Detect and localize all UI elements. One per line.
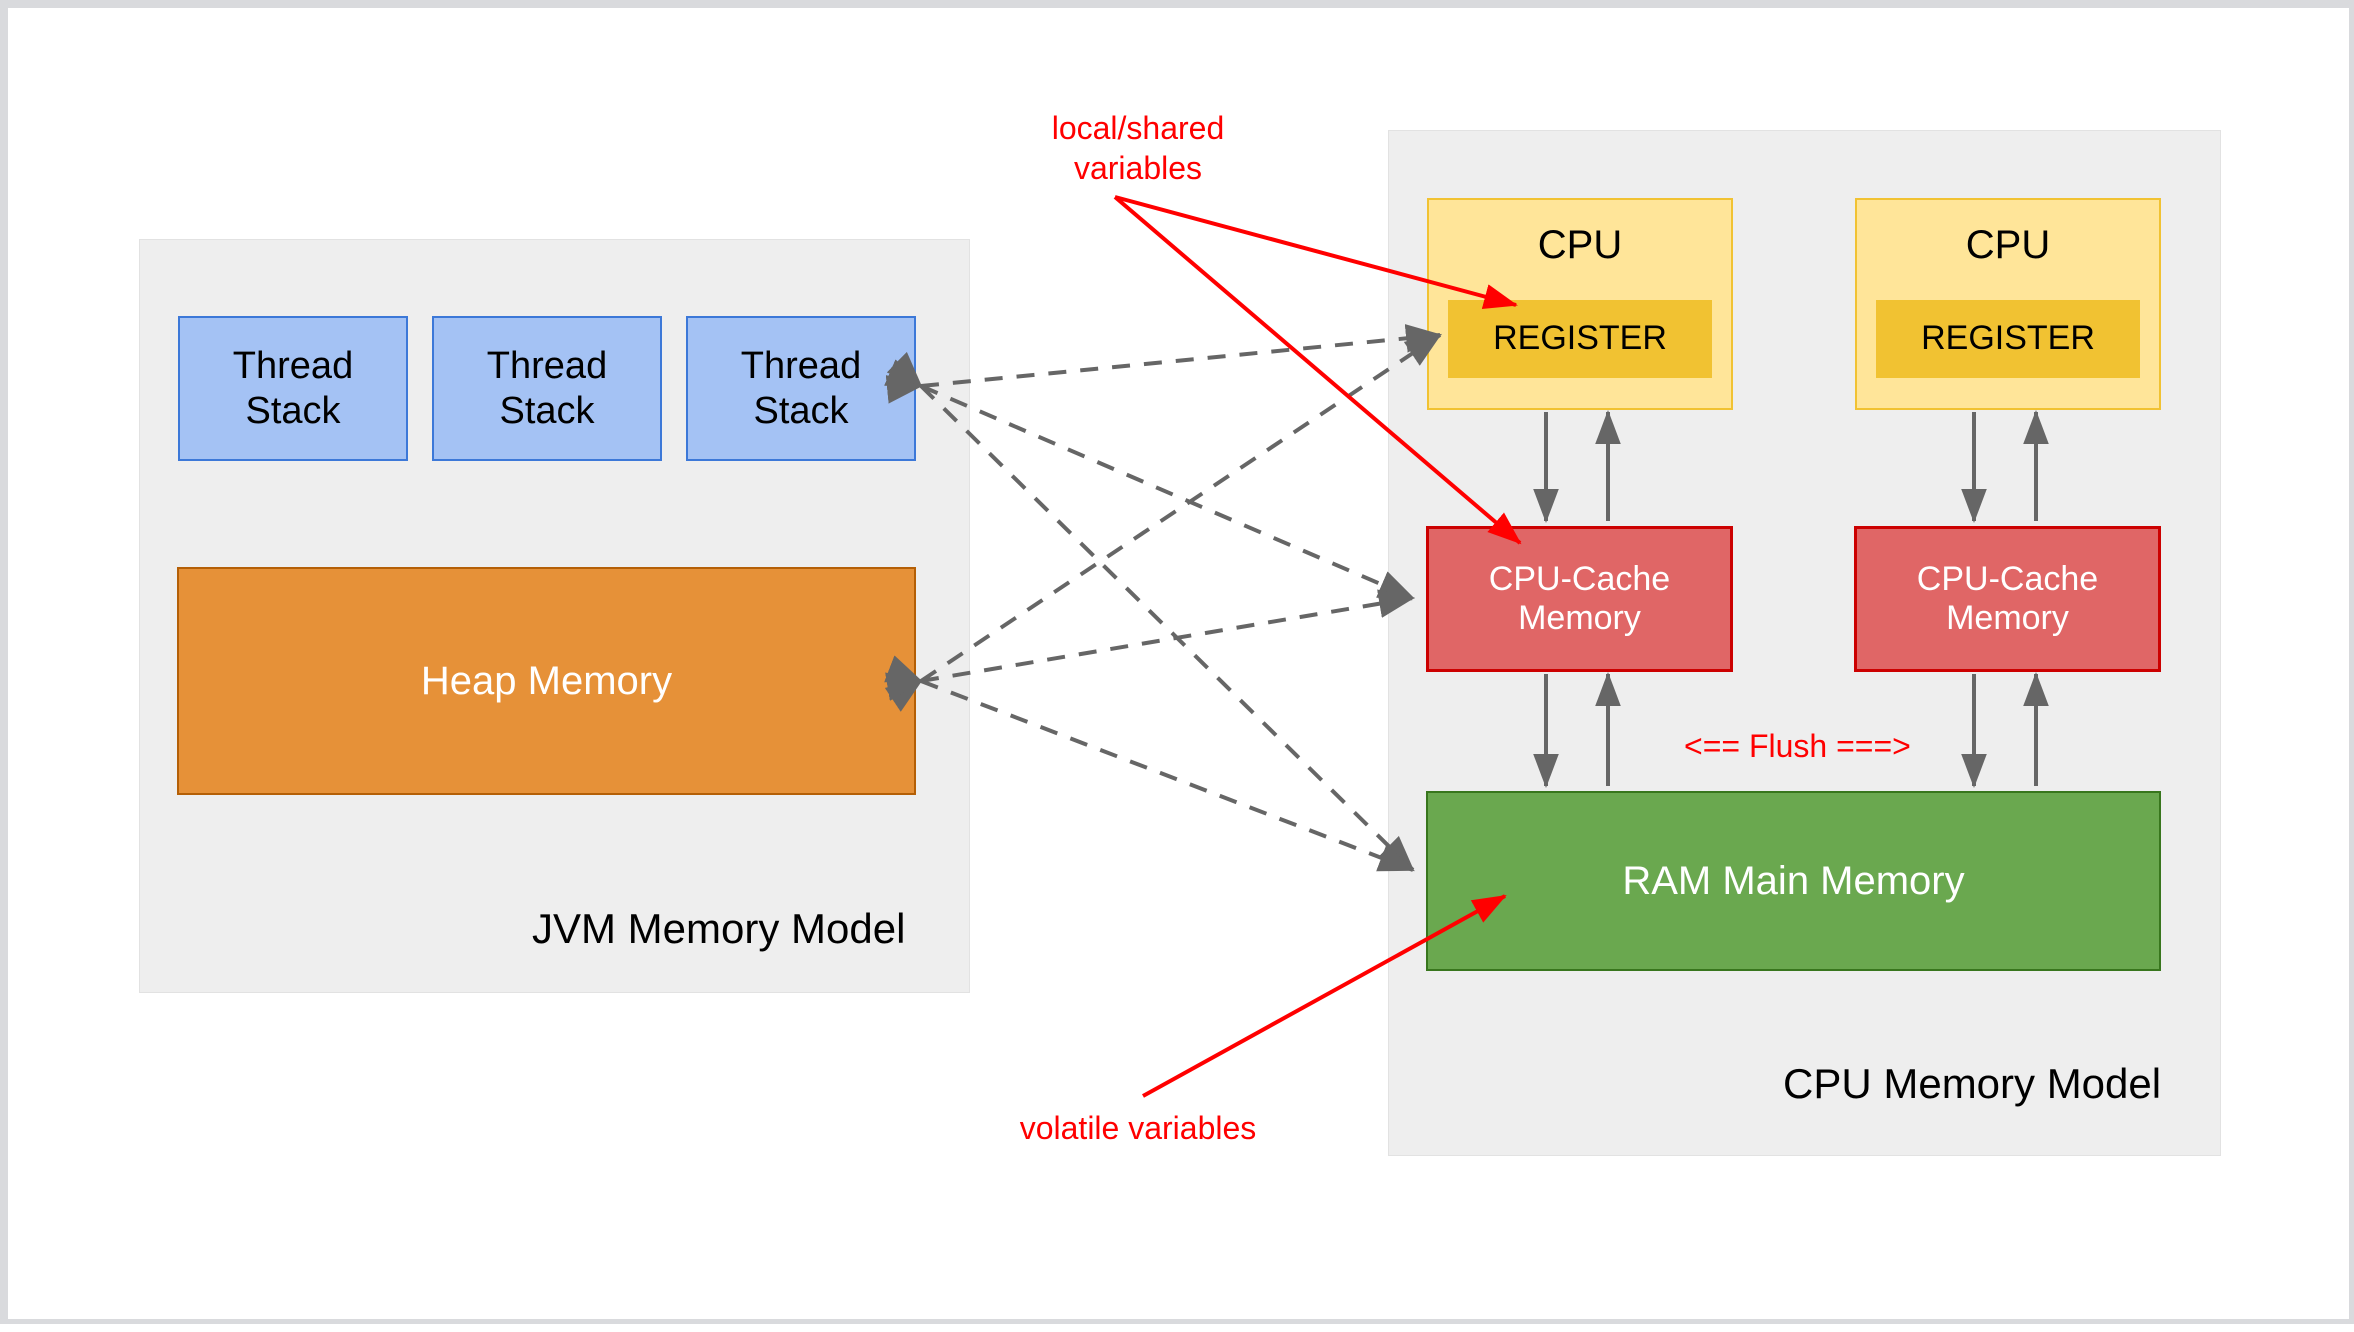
dashed-arrow-heap-ram	[884, 655, 1415, 872]
ram-main-memory-box[interactable]: RAM Main Memory	[1426, 791, 2161, 971]
dashed-arrow-threadstack-register	[885, 323, 1442, 404]
volatile-variables-label: volatile variables	[1019, 1110, 1257, 1146]
flush-label: <== Flush ===>	[1684, 728, 1911, 764]
local-shared-variables-label: local/shared variables	[1051, 110, 1225, 186]
dashed-arrow-threadstack-ram	[886, 351, 1415, 872]
dashed-arrow-threadstack-cache	[884, 359, 1415, 600]
cpu-memory-model-title: CPU Memory Model	[1783, 1060, 2162, 1107]
register-box-2[interactable]: REGISTER	[1876, 300, 2140, 378]
register-box-1[interactable]: REGISTER	[1448, 300, 1712, 378]
jvm-memory-model-title: JVM Memory Model	[532, 905, 906, 952]
dashed-arrow-heap-cache	[885, 589, 1415, 701]
dashed-arrow-heap-register	[884, 333, 1442, 712]
heap-memory-box[interactable]: Heap Memory	[177, 567, 916, 795]
